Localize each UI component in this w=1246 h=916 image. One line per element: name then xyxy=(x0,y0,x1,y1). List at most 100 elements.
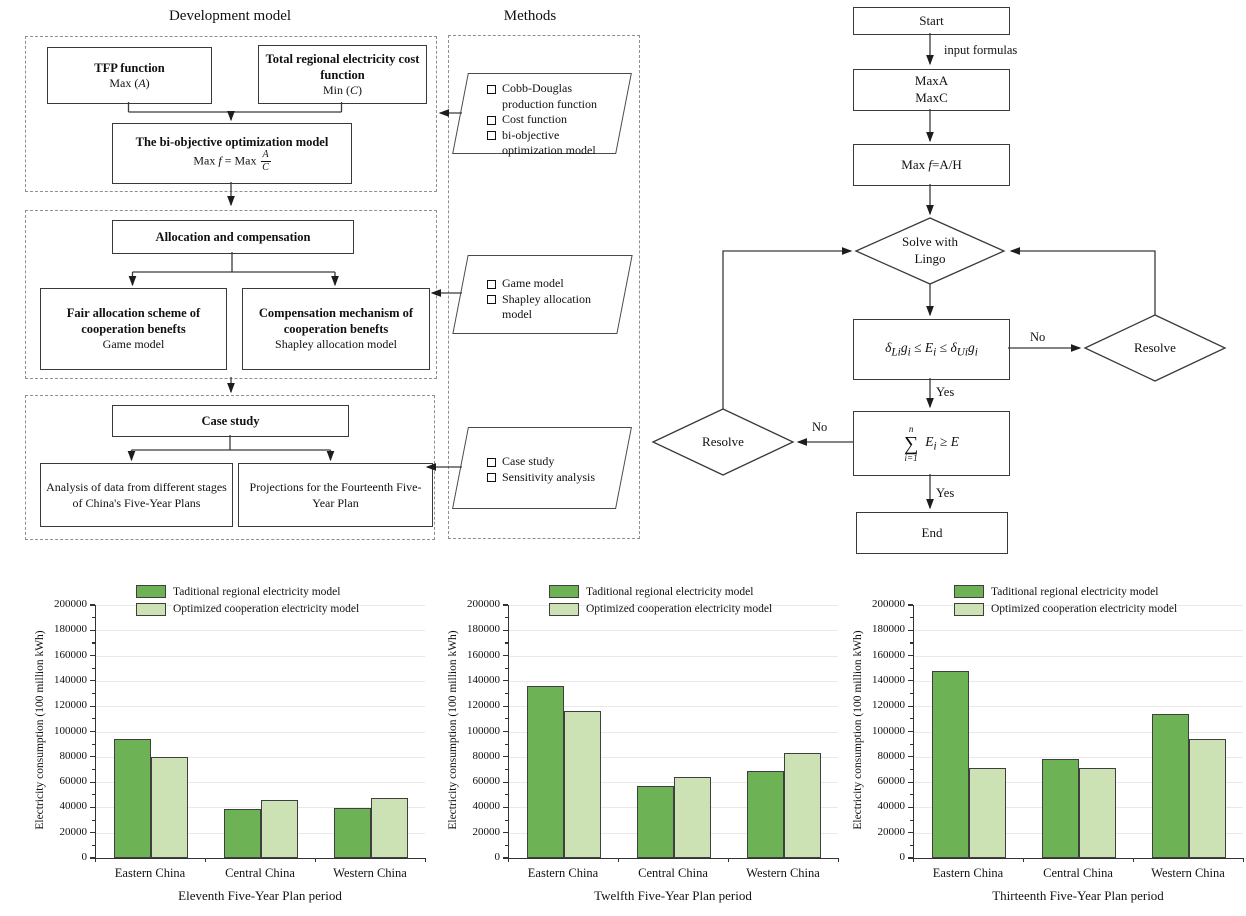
category-label: Eastern China xyxy=(114,866,186,880)
x-tick xyxy=(728,858,730,862)
y-tick xyxy=(92,794,95,796)
y-tick-label: 180000 xyxy=(54,623,87,636)
y-tick-label: 80000 xyxy=(877,749,906,762)
x-tick xyxy=(618,858,620,862)
flow-maxf-formula: Max f=A/H xyxy=(901,156,962,172)
checkbox-icon xyxy=(487,295,496,305)
y-tick-label: 100000 xyxy=(872,724,905,737)
fair-allocation-sub: Game model xyxy=(102,337,165,352)
y-tick xyxy=(90,680,95,682)
y-tick xyxy=(92,743,95,745)
no-label-left: No xyxy=(812,420,828,434)
legend-swatch xyxy=(136,602,166,616)
legend-swatch xyxy=(549,602,579,616)
legend-swatch xyxy=(136,585,166,598)
x-axis-title: Eleventh Five-Year Plan period xyxy=(178,888,342,903)
y-tick-label: 120000 xyxy=(872,699,905,712)
y-tick-label: 40000 xyxy=(877,800,906,813)
y-tick xyxy=(910,617,913,619)
grid-line xyxy=(95,655,425,657)
bar-traditional xyxy=(224,808,261,858)
yes-label-2: Yes xyxy=(936,486,955,500)
grid-line xyxy=(95,630,425,632)
bar-optimized xyxy=(564,711,601,858)
y-tick xyxy=(910,667,913,669)
fair-allocation-box: Fair allocation scheme of cooperation be… xyxy=(40,288,227,370)
y-tick xyxy=(503,756,508,758)
grid-line xyxy=(95,680,425,682)
y-tick xyxy=(90,730,95,733)
tfp-function-box: TFP function Max (A) xyxy=(47,47,212,104)
legend-swatch xyxy=(549,585,579,598)
input-formulas-label: input formulas xyxy=(944,43,1018,57)
x-tick xyxy=(1133,858,1135,862)
resolve-right-label: Resolve xyxy=(1134,339,1176,355)
y-tick xyxy=(908,680,913,682)
y-tick xyxy=(92,617,95,619)
y-tick xyxy=(908,857,913,859)
y-tick xyxy=(90,832,95,834)
grid-line xyxy=(95,605,425,606)
category-label: Central China xyxy=(1043,866,1113,880)
grid-line xyxy=(913,731,1243,733)
y-tick xyxy=(908,832,913,834)
bar-traditional xyxy=(637,785,674,858)
methods-item: Sensitivity analysis xyxy=(487,470,612,486)
methods-list-1: Cobb-Douglas production function Cost fu… xyxy=(487,81,612,159)
y-tick-label: 0 xyxy=(899,851,906,863)
cost-function-box: Total regional electricity cost function… xyxy=(258,45,427,104)
bi-objective-model-box: The bi-objective optimization model Max … xyxy=(112,123,352,184)
y-tick xyxy=(910,768,913,770)
y-tick xyxy=(92,667,95,669)
cost-function-formula: Min (C) xyxy=(322,82,362,97)
bar-traditional xyxy=(527,686,564,858)
y-tick xyxy=(505,844,508,846)
bar-optimized xyxy=(674,777,711,858)
grid-line xyxy=(508,706,838,708)
category-label: Western China xyxy=(333,866,407,880)
x-tick xyxy=(1243,858,1245,862)
x-tick xyxy=(315,858,317,862)
cost-function-title: Total regional electricity cost function xyxy=(265,51,420,82)
compensation-mechanism-sub: Shapley allocation model xyxy=(275,337,397,352)
y-tick-label: 100000 xyxy=(467,724,500,737)
y-tick xyxy=(910,794,913,796)
grid-line xyxy=(913,680,1243,682)
y-tick xyxy=(503,832,508,834)
grid-line xyxy=(95,807,425,809)
bar-optimized xyxy=(969,767,1006,858)
y-tick-label: 160000 xyxy=(872,648,905,661)
y-tick xyxy=(910,844,913,846)
x-tick xyxy=(838,858,840,862)
y-tick xyxy=(505,617,508,619)
bar-optimized xyxy=(784,753,821,858)
y-tick-label: 160000 xyxy=(467,648,500,661)
methods-item: Shapley allocation model xyxy=(487,292,612,323)
y-tick xyxy=(90,629,95,631)
y-tick xyxy=(503,604,508,606)
legend-label: Taditional regional electricity model xyxy=(991,585,1159,598)
flow-start-box: Start xyxy=(853,7,1010,35)
grid-line xyxy=(95,782,425,784)
y-tick xyxy=(910,718,913,720)
category-label: Western China xyxy=(746,866,820,880)
y-tick xyxy=(92,642,95,644)
case-study-title: Case study xyxy=(201,414,260,428)
x-tick xyxy=(913,858,915,862)
projections-box: Projections for the Fourteenth Five-Year… xyxy=(238,463,433,527)
y-tick xyxy=(505,794,508,796)
legend-row: Optimized cooperation electricity model xyxy=(549,602,772,616)
y-tick xyxy=(908,730,913,733)
y-tick xyxy=(908,806,913,808)
y-tick xyxy=(505,718,508,720)
y-tick-label: 60000 xyxy=(59,775,88,788)
y-tick xyxy=(908,604,913,606)
y-tick xyxy=(503,680,508,682)
compensation-mechanism-title: Compensation mechanism of cooperation be… xyxy=(258,306,414,337)
y-tick xyxy=(505,743,508,745)
y-tick-label: 40000 xyxy=(472,800,501,813)
flow-end-box: End xyxy=(856,512,1008,554)
y-tick xyxy=(505,819,508,821)
